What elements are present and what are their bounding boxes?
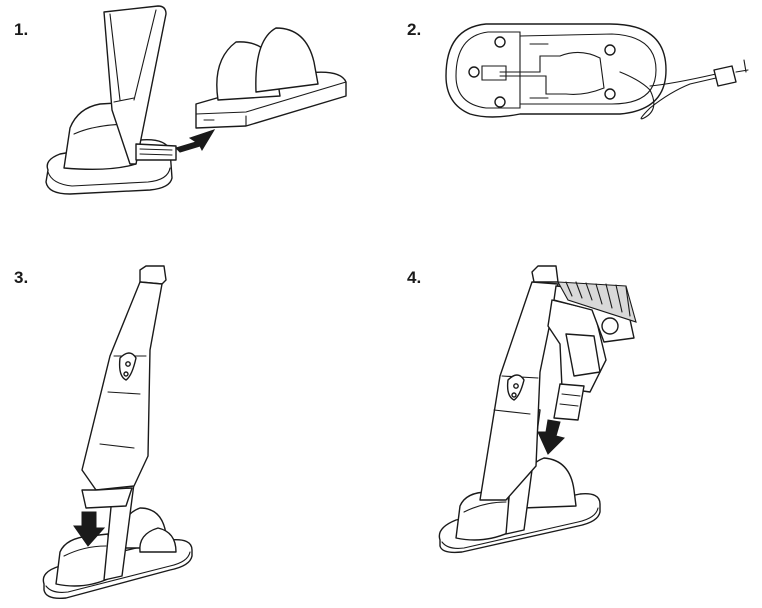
vacuum-body (81, 265, 167, 509)
screw-icon (468, 66, 480, 78)
step-4-illustration (438, 265, 637, 554)
crevice-brush-accessory (547, 281, 637, 421)
indicator-icon (123, 371, 129, 377)
indicator-icon (511, 392, 517, 398)
power-cable (619, 71, 717, 120)
step-2-label: 2. (407, 20, 422, 39)
arrow-icon (175, 129, 216, 153)
vacuum-body (479, 265, 559, 501)
plug-icon (713, 65, 737, 87)
dock-base (45, 5, 177, 195)
power-button-icon (125, 361, 131, 367)
arrow-down-icon (73, 511, 106, 547)
step-4-label: 4. (407, 268, 422, 287)
power-button-icon (513, 383, 519, 389)
screw-icon (604, 44, 616, 56)
screw-icon (494, 36, 506, 48)
screw-icon (494, 96, 506, 108)
step-2-illustration (445, 23, 749, 120)
step-1-label: 1. (14, 20, 29, 39)
step-1-illustration (45, 5, 347, 195)
step-3-illustration (42, 265, 193, 600)
dock-fins-part (195, 27, 347, 129)
hinge-icon (601, 317, 619, 335)
arrow-down-icon (537, 419, 565, 455)
step-3-label: 3. (14, 268, 29, 287)
screw-icon (604, 88, 616, 100)
bristles-icon (557, 281, 637, 323)
